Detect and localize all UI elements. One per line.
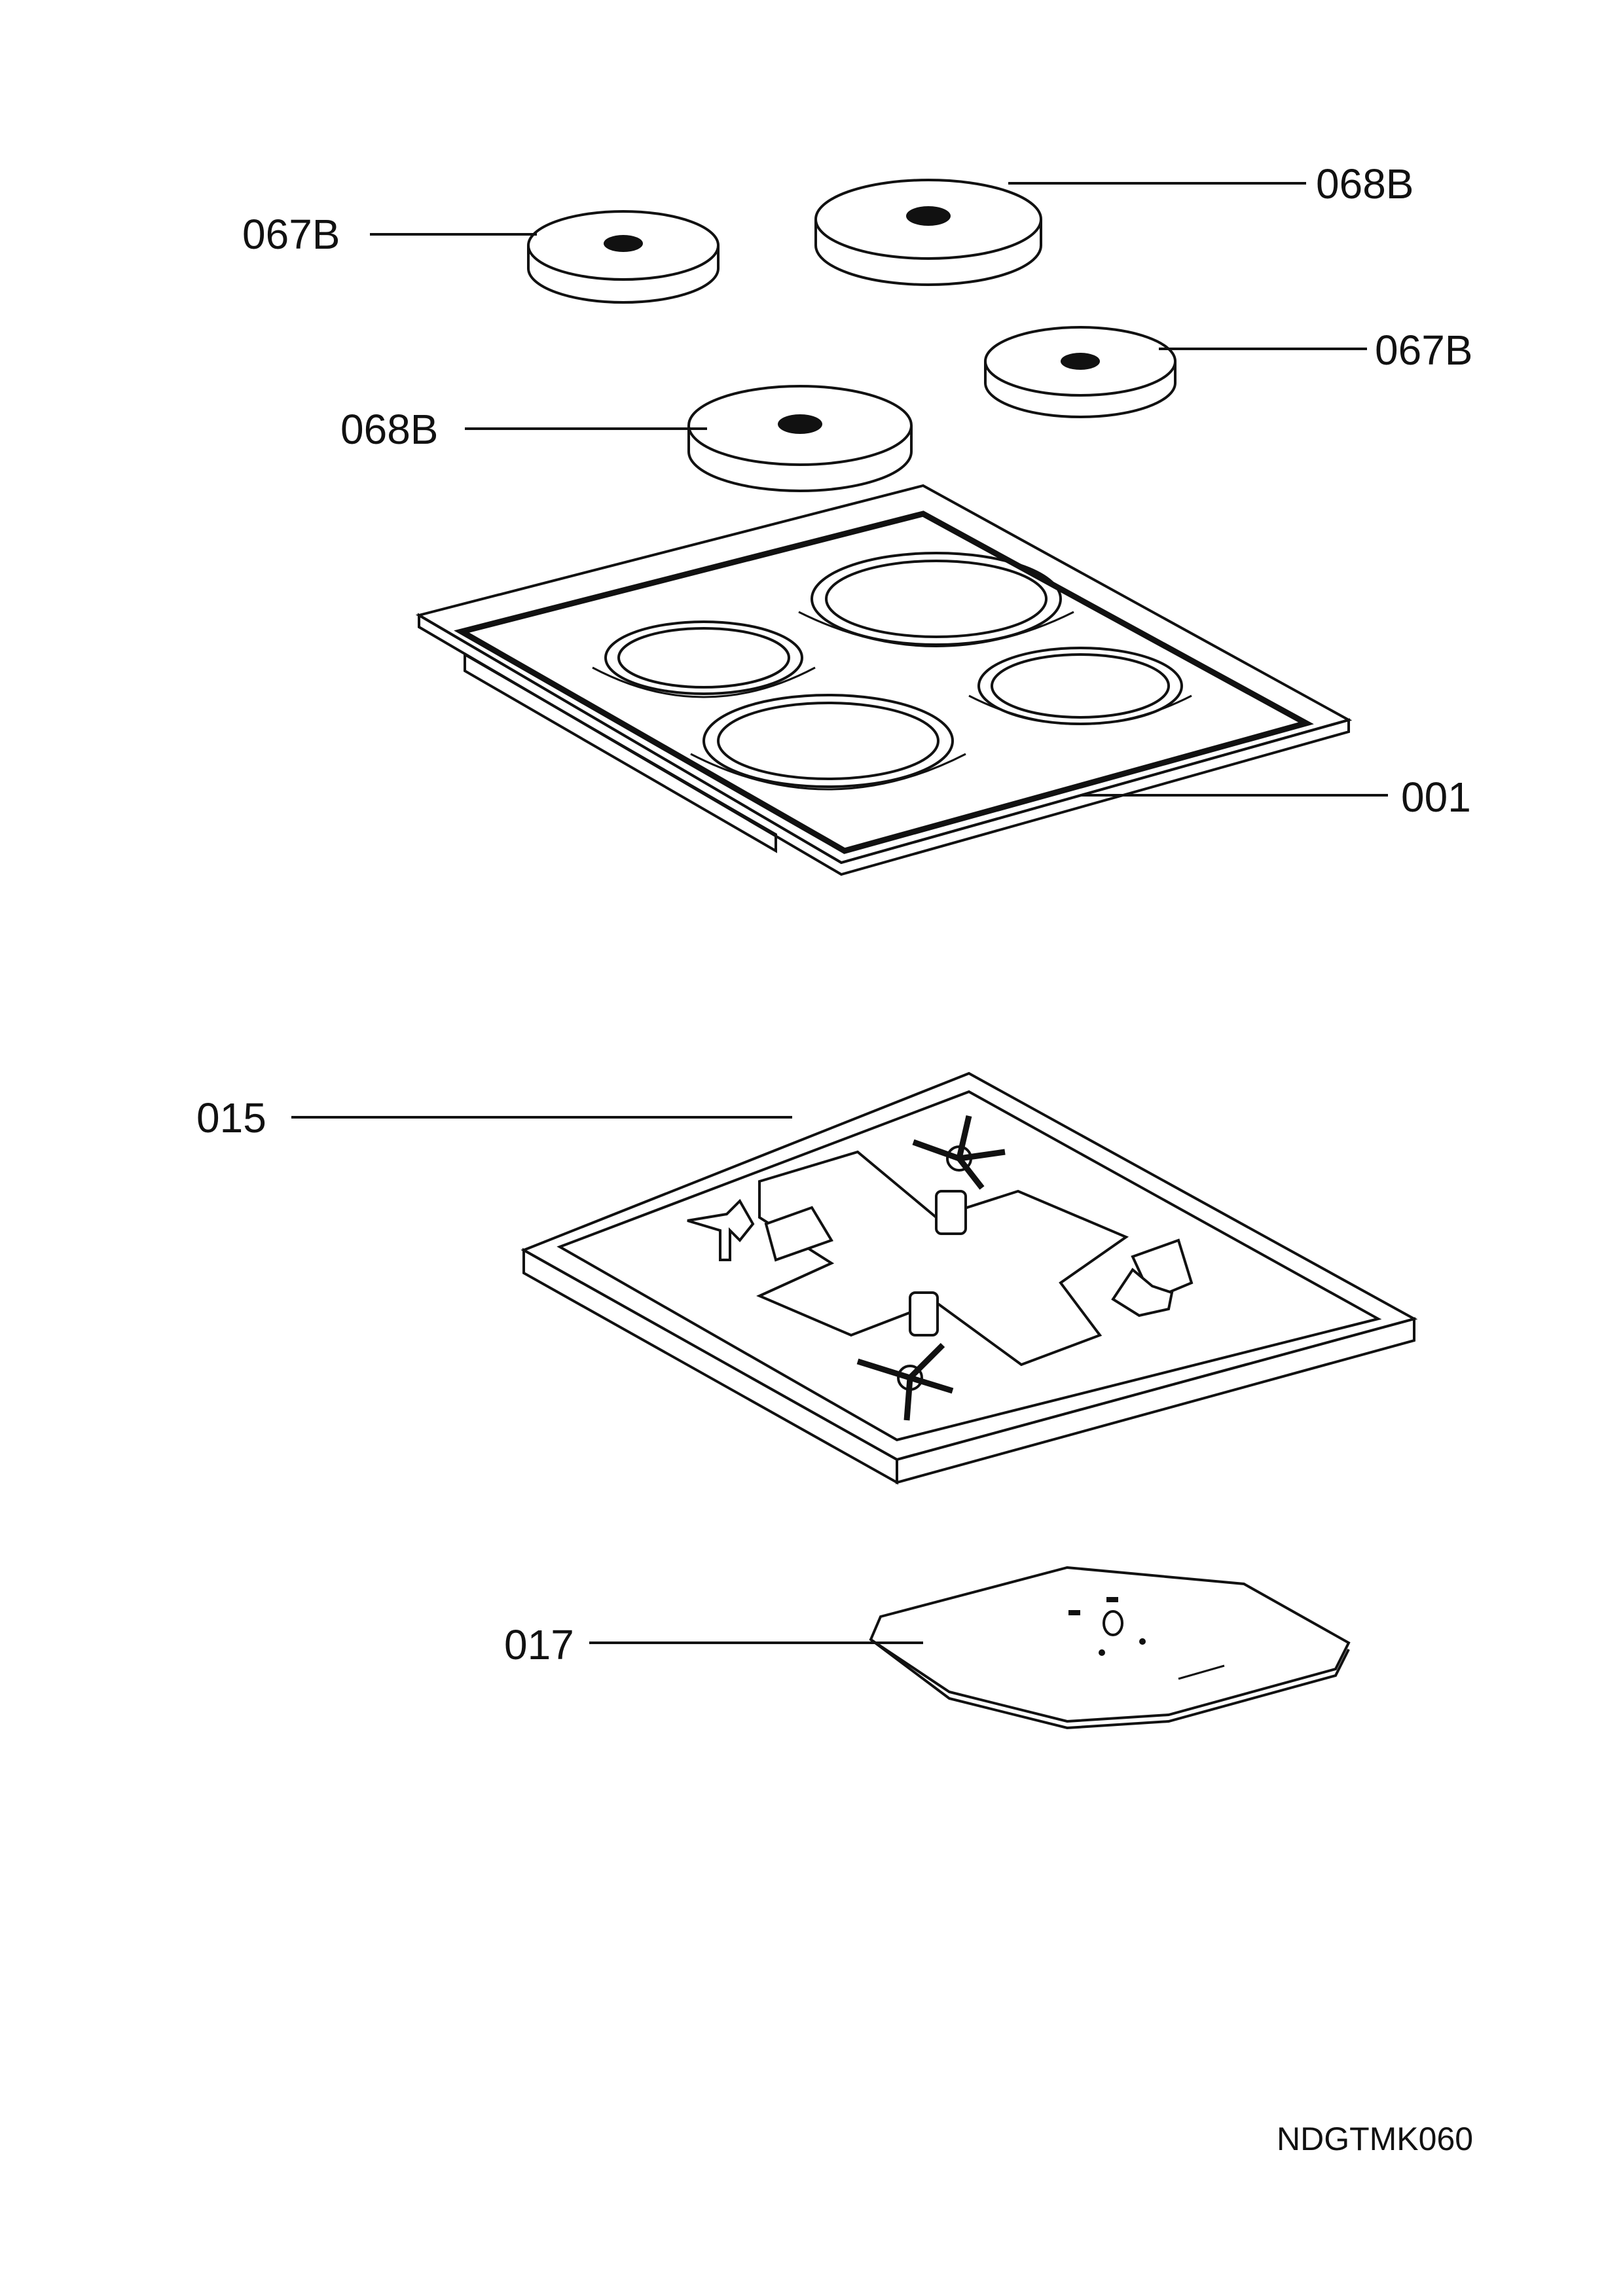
callout-017: 017 xyxy=(504,1621,574,1668)
burner-star-back xyxy=(912,1115,1006,1235)
burner-tray-015 xyxy=(520,1071,1418,1485)
hotplate-067b-left xyxy=(527,210,720,304)
callout-067b-right: 067B xyxy=(1375,327,1472,374)
callout-068b-back: 068B xyxy=(1316,160,1413,207)
callout-001: 001 xyxy=(1401,774,1471,821)
hotplate-068b-back xyxy=(814,179,1042,286)
bottom-plate-017 xyxy=(869,1566,1351,1730)
document-id: NDGTMK060 xyxy=(1277,2121,1473,2157)
hotplate-068b-front xyxy=(687,385,913,492)
callout-067b-left: 067B xyxy=(242,211,340,258)
leader-lines xyxy=(291,182,1388,1644)
hotplate-067b-right xyxy=(984,326,1176,418)
hob-top-001 xyxy=(415,484,1353,876)
burner-star-front xyxy=(856,1291,954,1421)
burner-keyhole-right xyxy=(1111,1238,1194,1318)
burner-keyhole-left xyxy=(687,1198,833,1262)
callout-015: 015 xyxy=(196,1094,266,1141)
callout-068b-front: 068B xyxy=(340,406,438,453)
